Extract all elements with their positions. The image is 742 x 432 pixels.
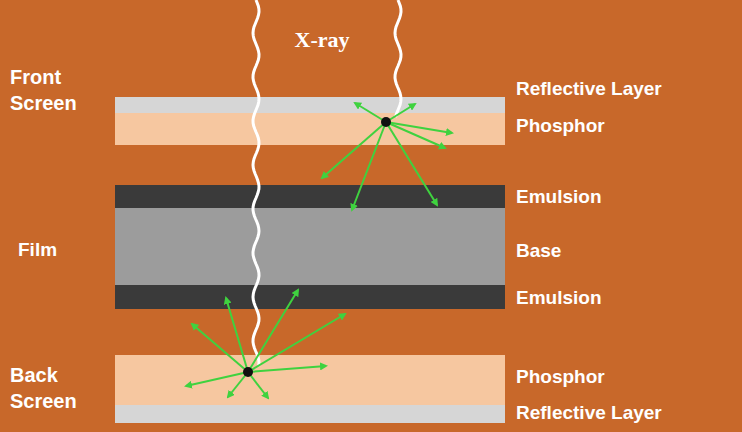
layer-label: Phosphor: [516, 365, 605, 389]
emulsion-layer: [115, 285, 505, 309]
reflective-layer: [115, 97, 505, 113]
xray-beam: [253, 0, 259, 366]
xray-beams: [253, 0, 401, 366]
xray-beam: [395, 0, 401, 117]
interaction-dot: [243, 367, 253, 377]
layer-label: Base: [516, 239, 561, 263]
part-label: Film: [18, 238, 57, 262]
layer-label: Reflective Layer: [516, 77, 662, 101]
phosphor-layer: [115, 113, 505, 145]
emulsion-layer: [115, 185, 505, 208]
layer-label: Reflective Layer: [516, 401, 662, 425]
film-base: [115, 208, 505, 285]
layer-label: Emulsion: [516, 185, 602, 209]
reflective-layer: [115, 405, 505, 423]
phosphor-layer: [115, 355, 505, 405]
beam-label: X-ray: [295, 28, 350, 52]
interaction-dot: [381, 117, 391, 127]
layer-label: Emulsion: [516, 286, 602, 310]
light-rays: [186, 103, 452, 398]
part-label: Front Screen: [10, 64, 94, 116]
part-label: Back Screen: [10, 362, 94, 414]
xray-panel: [272, 0, 372, 62]
layer-label: Phosphor: [516, 114, 605, 138]
